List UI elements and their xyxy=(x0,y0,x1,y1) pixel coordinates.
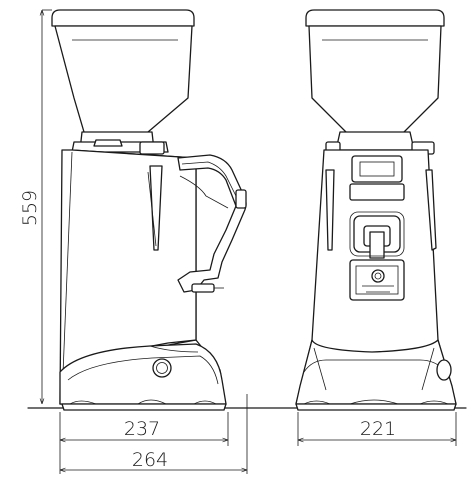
side-view xyxy=(51,9,247,411)
dimension-side-total-width: 264 xyxy=(59,394,248,474)
dimension-front-base-width-label: 221 xyxy=(360,418,396,440)
dimension-height-label: 559 xyxy=(19,190,41,226)
dimension-front-base-width: 221 xyxy=(297,412,457,446)
dimension-height: 559 xyxy=(19,9,52,404)
dimension-side-base-width-label: 237 xyxy=(124,418,160,440)
dimension-side-total-width-label: 264 xyxy=(132,449,168,471)
front-view xyxy=(295,9,457,411)
dimension-side-base-width: 237 xyxy=(59,412,229,446)
